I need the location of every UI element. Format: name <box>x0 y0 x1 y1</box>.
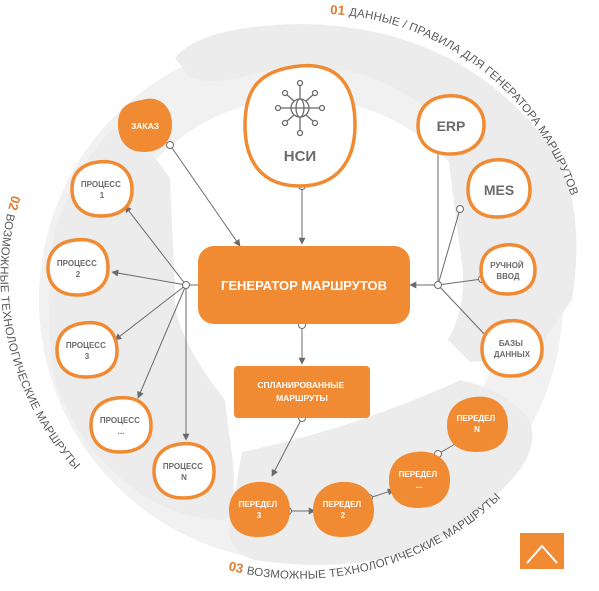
svg-text:ПРОЦЕСС 3: ПРОЦЕСС 3 <box>66 341 108 361</box>
svg-text:ПЕРЕДЕЛ 3: ПЕРЕДЕЛ 3 <box>239 500 280 520</box>
node-manual-input: РУЧНОЙ ВВОД <box>479 243 537 296</box>
svg-text:ПРОЦЕСС ...: ПРОЦЕСС ... <box>100 416 142 436</box>
node-process-n: ПРОЦЕСС N <box>152 441 216 500</box>
svg-text:РУЧНОЙ ВВОД: РУЧНОЙ ВВОД <box>490 261 526 281</box>
corner-logo <box>520 533 564 569</box>
svg-text:БАЗЫ ДАННЫХ: БАЗЫ ДАННЫХ <box>494 339 531 359</box>
network-globe-icon <box>274 79 326 137</box>
node-process-3: ПРОЦЕСС 3 <box>55 320 119 379</box>
nsi-label: НСИ <box>284 148 316 165</box>
order-label: ЗАКАЗ <box>131 121 159 131</box>
node-transfer-ellipsis: ПЕРЕДЕЛ ... <box>389 451 450 508</box>
node-databases: БАЗЫ ДАННЫХ <box>480 318 544 378</box>
node-mes: MES <box>466 158 532 219</box>
svg-text:ПРОЦЕСС 2: ПРОЦЕСС 2 <box>57 259 99 279</box>
edges <box>111 144 488 515</box>
erp-label: ERP <box>437 118 466 134</box>
node-transfer-2: ПЕРЕДЕЛ 2 <box>313 481 374 537</box>
node-planned-routes: СПЛАНИРОВАННЫЕ МАРШРУТЫ <box>234 366 370 418</box>
node-transfer-3: ПЕРЕДЕЛ 3 <box>229 481 290 537</box>
svg-text:ПЕРЕДЕЛ 2: ПЕРЕДЕЛ 2 <box>323 500 364 520</box>
node-erp: ERP <box>416 94 486 156</box>
svg-text:ПЕРЕДЕЛ N: ПЕРЕДЕЛ N <box>457 414 498 434</box>
svg-text:СПЛАНИРОВАННЫЕ МАРШРУТЫ: СПЛАНИРОВАННЫЕ МАРШРУТЫ <box>257 380 346 403</box>
node-process-1: ПРОЦЕСС 1 <box>70 159 134 218</box>
planned-label-line2: МАРШРУТЫ <box>276 393 328 403</box>
node-nsi: НСИ <box>243 64 357 188</box>
node-generator: ГЕНЕРАТОР МАРШРУТОВ <box>198 246 410 324</box>
mes-label: MES <box>484 182 514 198</box>
node-process-ellipsis: ПРОЦЕСС ... <box>89 395 153 454</box>
planned-label-line1: СПЛАНИРОВАННЫЕ <box>257 380 344 390</box>
node-process-2: ПРОЦЕСС 2 <box>46 237 110 297</box>
generator-label: ГЕНЕРАТОР МАРШРУТОВ <box>221 278 387 293</box>
svg-text:ПЕРЕДЕЛ ...: ПЕРЕДЕЛ ... <box>399 470 440 490</box>
node-order: ЗАКАЗ <box>118 98 172 152</box>
svg-text:ПРОЦЕСС 1: ПРОЦЕСС 1 <box>81 180 123 200</box>
node-transfer-n: ПЕРЕДЕЛ N <box>447 396 508 452</box>
svg-text:ПРОЦЕСС N: ПРОЦЕСС N <box>163 462 205 482</box>
chevron-up-icon <box>526 544 558 564</box>
